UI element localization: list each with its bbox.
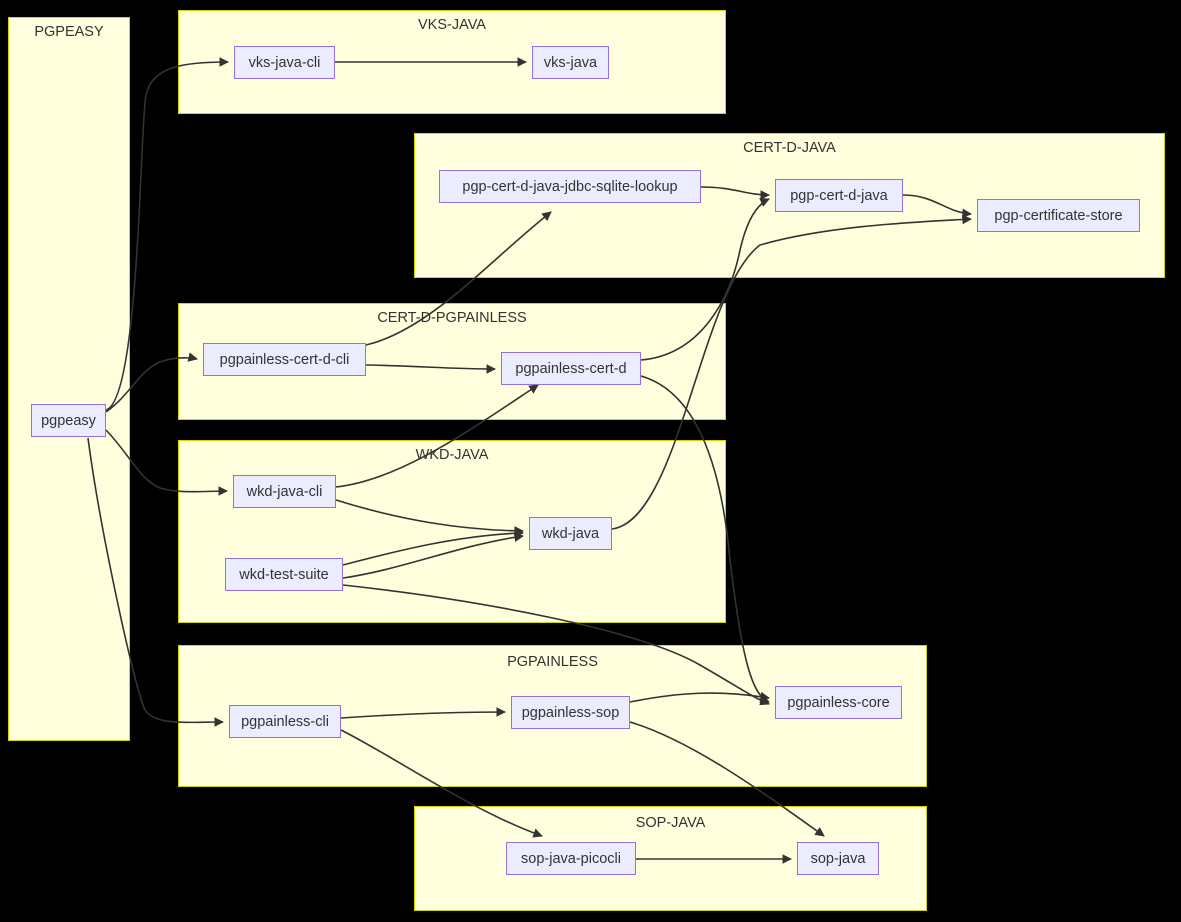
node-label: pgpainless-cli (241, 713, 329, 730)
node-label: pgpainless-sop (521, 704, 620, 721)
node-pgpainless-cert-d[interactable]: pgpainless-cert-d (501, 352, 641, 385)
cluster-label-pgpainless: PGPAINLESS (507, 654, 598, 670)
node-pgpeasy[interactable]: pgpeasy (31, 404, 106, 437)
node-vks-java[interactable]: vks-java (532, 46, 609, 79)
node-label: pgpainless-cert-d (515, 360, 627, 377)
node-label: pgpainless-core (787, 694, 890, 711)
node-wkd-test-suite[interactable]: wkd-test-suite (225, 558, 343, 591)
node-wkd-java[interactable]: wkd-java (529, 517, 612, 550)
node-sop-java-picocli[interactable]: sop-java-picocli (506, 842, 636, 875)
node-wkd-java-cli[interactable]: wkd-java-cli (233, 475, 336, 508)
node-pgpainless-cli[interactable]: pgpainless-cli (229, 705, 341, 738)
node-pgpainless-cert-d-cli[interactable]: pgpainless-cert-d-cli (203, 343, 366, 376)
node-label: pgp-certificate-store (994, 207, 1123, 224)
node-label: pgpeasy (41, 412, 96, 429)
cluster-label-cert-d-pgpainless: CERT-D-PGPAINLESS (377, 310, 527, 326)
cluster-label-wkd-java: WKD-JAVA (415, 447, 489, 463)
node-label: vks-java (543, 54, 598, 71)
node-sop-java[interactable]: sop-java (797, 842, 879, 875)
node-pgp-cert-d-java[interactable]: pgp-cert-d-java (775, 179, 903, 212)
node-label: wkd-java (541, 525, 600, 542)
node-label: pgp-cert-d-java (790, 187, 888, 204)
cluster-wkd-java (178, 440, 726, 623)
node-pgpainless-sop[interactable]: pgpainless-sop (511, 696, 630, 729)
node-label: vks-java-cli (248, 54, 321, 71)
node-label: wkd-test-suite (239, 566, 329, 583)
node-pgp-certificate-store[interactable]: pgp-certificate-store (977, 199, 1140, 232)
cluster-label-pgpeasy: PGPEASY (34, 24, 104, 40)
node-label: pgp-cert-d-java-jdbc-sqlite-lookup (462, 178, 678, 195)
node-label: sop-java-picocli (521, 850, 621, 867)
cluster-label-sop-java: SOP-JAVA (635, 815, 706, 831)
node-label: sop-java (810, 850, 866, 867)
cluster-label-vks-java: VKS-JAVA (418, 17, 486, 33)
cluster-pgpeasy (8, 17, 130, 741)
node-vks-java-cli[interactable]: vks-java-cli (234, 46, 335, 79)
node-label: wkd-java-cli (246, 483, 323, 500)
node-label: pgpainless-cert-d-cli (219, 351, 350, 368)
node-pgpainless-core[interactable]: pgpainless-core (775, 686, 902, 719)
node-pgp-cert-d-java-jdbc-sqlite-lookup[interactable]: pgp-cert-d-java-jdbc-sqlite-lookup (439, 170, 701, 203)
cluster-label-cert-d-java: CERT-D-JAVA (743, 140, 836, 156)
